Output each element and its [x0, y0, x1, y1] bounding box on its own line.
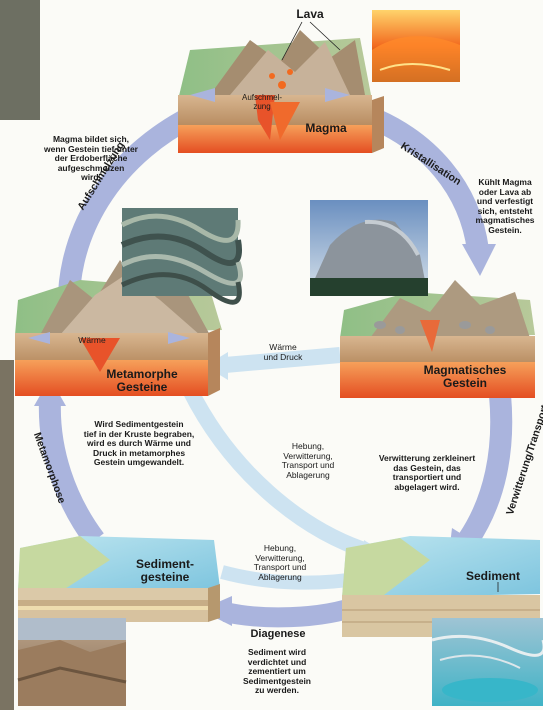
magma-bildet-note: Magma bildet sich, wenn Gestein tief unt…: [26, 135, 156, 183]
delta-photo: [432, 618, 543, 706]
sediment-label: Sediment: [458, 570, 528, 583]
lava-label: Lava: [290, 8, 330, 21]
lava-photo: [372, 10, 460, 82]
metamorphe-label: Metamorphe Gesteine: [92, 368, 192, 395]
hebung-label-1: Hebung, Verwitterung, Transport und Abla…: [268, 442, 348, 480]
half-dome-photo: [310, 200, 428, 296]
sediment-wird-note: Sediment wird verdichtet und zementiert …: [222, 648, 332, 696]
magma-label: Magma: [296, 122, 356, 135]
waerme-inner-label: Wärme: [72, 336, 112, 346]
kuehlt-note: Kühlt Magma oder Lava ab und verfestigt …: [466, 178, 543, 235]
verwitterung-note: Verwitterung zerkleinert das Gestein, da…: [368, 454, 486, 492]
sedimentgesteine-label: Sediment- gesteine: [120, 558, 210, 585]
hebung-label-2: Hebung, Verwitterung, Transport und Abla…: [240, 544, 320, 582]
diagenese-label: Diagenese: [228, 628, 328, 640]
magmatisches-label: Magmatisches Gestein: [410, 364, 520, 391]
aufschmelzung-inner-label: Aufschmel- zung: [234, 94, 290, 112]
metamorphic-rock-photo: [122, 208, 241, 302]
canyon-photo: [18, 618, 126, 706]
wird-sediment-note: Wird Sedimentgestein tief in der Kruste …: [64, 420, 214, 468]
waerme-druck-label: Wärme und Druck: [248, 343, 318, 362]
